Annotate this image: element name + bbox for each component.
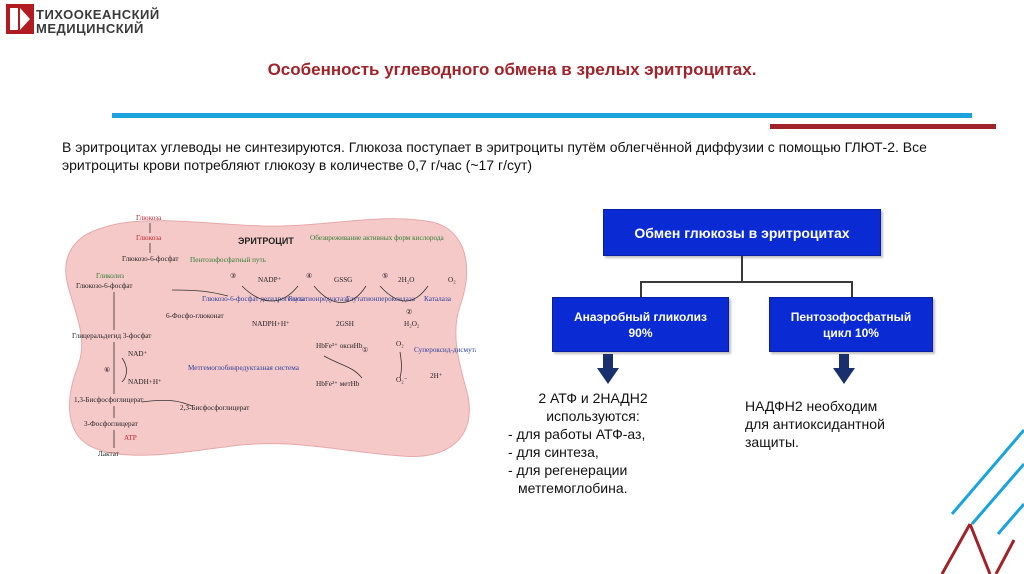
glycolysis-percent: 90%: [628, 325, 653, 340]
gsh: 2GSH: [336, 320, 354, 328]
atp: ATP: [124, 434, 137, 442]
g6p: Глюкозо-6-фосфат: [76, 282, 133, 290]
pentose-percent: цикл 10%: [823, 325, 879, 340]
g6p-top: Глюкозо-6-фосфат: [122, 255, 179, 263]
anaerobic-glycolysis-box: Анаэробный гликолиз 90%: [552, 297, 729, 352]
g6pdh: Глюкозо-6-фосфат дегидрогеназа: [202, 295, 305, 303]
result-left-line-3: - для работы АТФ-аз,: [508, 426, 646, 442]
result-right-line-3: защиты.: [745, 434, 799, 450]
decorative-red-bar: [770, 124, 996, 129]
result-left-line-5: - для регенерации: [508, 462, 628, 478]
nadh: NADH+H⁺: [128, 378, 162, 386]
num-5: ⑤: [382, 272, 388, 280]
water: 2H₂O: [398, 276, 414, 284]
pentose-title: Пентозофосфатный: [790, 309, 912, 324]
connector-left-drop: [640, 281, 642, 297]
num-6: ⑥: [104, 366, 110, 374]
num-3: ③: [230, 272, 236, 280]
o2-c: O₂⁻: [396, 376, 408, 384]
bpg23: 2,3-Бисфосфоглицерат: [180, 404, 250, 412]
result-left-line-1: 2 АТФ и 2НАДН2: [538, 390, 648, 406]
corner-decoration: [940, 429, 1024, 574]
connector-horizontal: [640, 281, 852, 283]
glycolysis-label: Гликолиз: [96, 272, 124, 280]
o2-b: O₂: [396, 340, 404, 348]
university-logo: ТИХООКЕАНСКИЙ МЕДИЦИНСКИЙ: [6, 4, 176, 38]
num-2: ②: [406, 308, 412, 316]
nadp: NADP⁺: [258, 276, 282, 284]
erythrocyte-svg: ЭРИТРОЦИТ Глюкоза Глюкоза Глюкозо-6-фосф…: [65, 214, 485, 458]
gssg: GSSG: [334, 276, 352, 284]
arrow-down-icon: [597, 354, 619, 384]
decorative-blue-bar: [112, 113, 972, 118]
logo-mark-icon: [6, 4, 34, 34]
neutral-label: Обезвреживание активных форм кислорода: [310, 234, 444, 242]
h2o2: H₂O₂: [404, 320, 420, 328]
methb-reductase: Метгемоглобинредуктазная система: [188, 364, 300, 372]
num-4: ④: [306, 272, 312, 280]
pathway-arrows: [113, 223, 429, 448]
hbfe3: HbFe³⁺ оксиHb: [316, 342, 363, 350]
result-left-line-6: метгемоглобина.: [518, 480, 628, 496]
pentose-label: Пентозофосфатный путь: [190, 256, 267, 264]
phosphogluconate: 6-Фосфо-глюконат: [166, 312, 224, 320]
pg3: 3-Фосфоглицерат: [84, 420, 139, 428]
glucose-inside: Глюкоза: [136, 234, 162, 242]
connector-right-drop: [851, 281, 853, 297]
bpg13: 1,3-Бисфосфоглицерат: [74, 396, 144, 404]
result-right-line-1: НАДФН2 необходим: [745, 398, 878, 414]
h-plus: 2H⁺: [430, 372, 443, 380]
logo-line-2: МЕДИЦИНСКИЙ: [36, 21, 144, 36]
lactate: Лактат: [98, 450, 120, 458]
cell-label: ЭРИТРОЦИТ: [238, 236, 294, 246]
sod: Супероксид-дисмутаза: [414, 346, 476, 354]
result-left-line-4: - для синтеза,: [508, 444, 599, 460]
connector-vertical-top: [741, 256, 743, 282]
slide-title: Особенность углеводного обмена в зрелых …: [267, 60, 757, 79]
logo-line-1: ТИХООКЕАНСКИЙ: [36, 7, 160, 22]
glycolysis-results: 2 АТФ и 2НАДН2 используются: - для работ…: [508, 389, 738, 497]
pentose-results: НАДФН2 необходим для антиоксидантной защ…: [745, 397, 945, 451]
cell-shape: [65, 218, 470, 457]
intro-text: В эритроцитах углеводы не синтезируются.…: [62, 139, 927, 173]
glucose-outside: Глюкоза: [136, 214, 162, 222]
pentose-phosphate-box: Пентозофосфатный цикл 10%: [769, 297, 933, 352]
nad: NAD⁺: [128, 350, 148, 358]
num-1: ①: [362, 346, 368, 354]
gpx: Глутатионпероксидаза: [346, 295, 416, 303]
o2-top: O₂: [448, 276, 456, 284]
gap: Глицеральдегид 3-фосфат: [72, 332, 152, 340]
nadph: NADPH+H⁺: [252, 320, 290, 328]
result-left-line-2: используются:: [546, 408, 640, 424]
hbfe2: HbFe²⁺ метHb: [316, 380, 360, 388]
catalase: Каталаза: [424, 295, 452, 303]
result-right-line-2: для антиоксидантной: [745, 416, 885, 432]
arrow-down-icon: [833, 354, 855, 384]
glycolysis-title: Анаэробный гликолиз: [573, 309, 708, 324]
erythrocyte-diagram: ЭРИТРОЦИТ Глюкоза Глюкоза Глюкозо-6-фосф…: [62, 206, 485, 464]
glucose-metabolism-box: Обмен глюкозы в эритроцитах: [603, 209, 881, 256]
gr: Глутатионредуктаза: [288, 295, 350, 303]
